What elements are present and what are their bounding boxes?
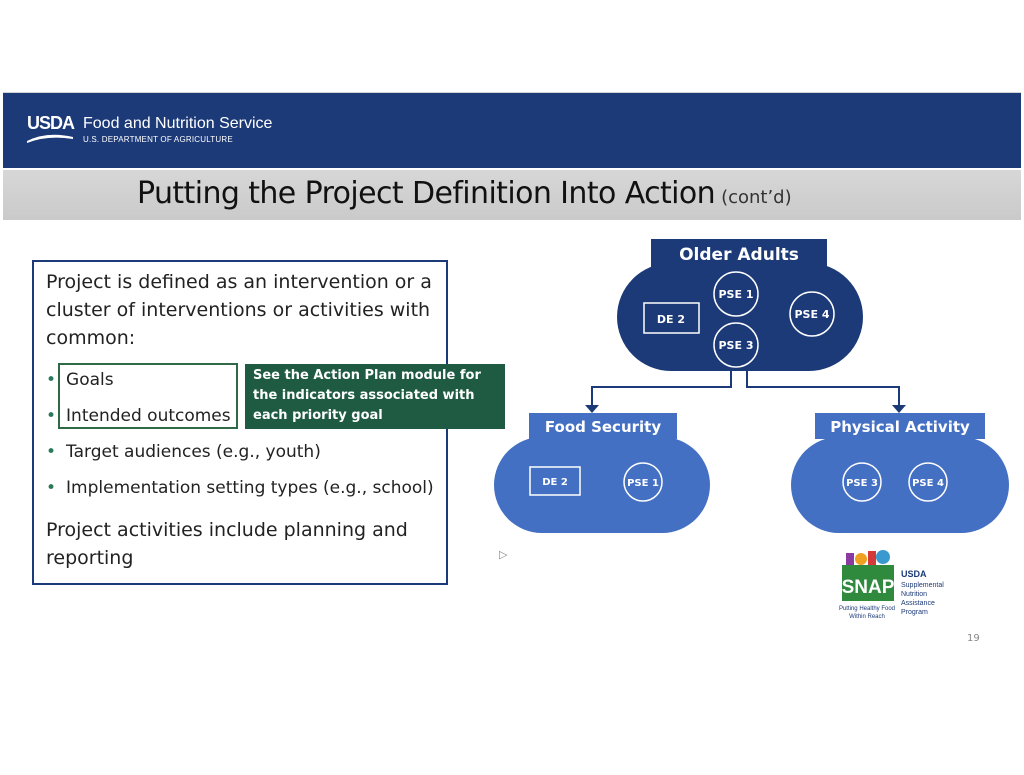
- arrow-right-icon: [892, 405, 906, 413]
- audience-diagram: Older Adults DE 2 PSE 1 PSE 3 PSE 4 Food…: [494, 239, 1009, 601]
- pse1-circle: [713, 271, 759, 317]
- snap-logo: SNAP: [842, 550, 895, 601]
- produce-icon: [846, 553, 854, 567]
- presentation-slide: USDA Food and Nutrition Service U.S. DEP…: [3, 92, 1021, 665]
- usda-logo: USDA: [27, 113, 75, 133]
- mouse-pointer-icon: ▷: [499, 548, 508, 561]
- bullet-dot: •: [46, 478, 57, 498]
- bullet-text: Intended outcomes: [66, 406, 231, 426]
- left-pse1-label: PSE 1: [627, 478, 659, 489]
- bullet-item: • Goals: [46, 368, 434, 404]
- agency-name: Food and Nutrition Service: [83, 115, 273, 132]
- connector-left: [591, 371, 732, 409]
- pse3-circle: [713, 322, 759, 368]
- snap-brand: SNAP: [842, 577, 895, 598]
- arrow-left-icon: [585, 405, 599, 413]
- definition-closing: Project activities include planning and …: [46, 519, 408, 569]
- goals-outcomes-highlight: [58, 363, 238, 429]
- older-adults-label: Older Adults: [679, 245, 799, 265]
- definition-box: Project is defined as an intervention or…: [32, 260, 448, 585]
- department-name: U.S. DEPARTMENT OF AGRICULTURE: [83, 135, 233, 144]
- action-plan-callout: See the Action Plan module for the indic…: [245, 364, 505, 429]
- snap-tagline: Putting Healthy Food: [838, 606, 896, 612]
- right-pse3-label: PSE 3: [846, 478, 878, 489]
- usda-logo-swoosh: [27, 134, 73, 143]
- snap-program-line: Program: [901, 609, 928, 616]
- bullet-text: Implementation setting types (e.g., scho…: [66, 478, 434, 498]
- left-pse1-circle: [623, 462, 663, 502]
- bullet-text: Goals: [66, 370, 114, 390]
- older-adults-shape: [617, 263, 863, 371]
- page-number: 19: [967, 633, 980, 644]
- food-security-tab: [529, 413, 677, 439]
- bullet-item: • Target audiences (e.g., youth): [46, 440, 434, 476]
- de2-box: [643, 302, 700, 334]
- left-de2-label: DE 2: [542, 477, 568, 488]
- slide-title-sub: (cont’d): [721, 187, 792, 208]
- snap-tagline: Within Reach: [849, 614, 885, 620]
- bullet-text: Target audiences (e.g., youth): [66, 442, 321, 462]
- older-adults-tab: [651, 239, 827, 267]
- physical-activity-label: Physical Activity: [830, 418, 970, 436]
- right-pse4-circle: [908, 462, 948, 502]
- header-bar: USDA Food and Nutrition Service U.S. DEP…: [3, 93, 1021, 168]
- snap-program-line: Nutrition: [901, 591, 928, 598]
- slide-title-main: Putting the Project Definition Into Acti…: [137, 176, 716, 211]
- de2-label: DE 2: [657, 313, 685, 326]
- physical-activity-tab: [815, 413, 985, 439]
- connector-right: [746, 371, 900, 409]
- snap-program-line: Assistance: [901, 600, 935, 607]
- bullet-dot: •: [46, 370, 57, 390]
- produce-icon: [876, 550, 890, 564]
- pse3-label: PSE 3: [719, 339, 754, 352]
- food-security-shape: [494, 437, 710, 533]
- produce-icon: [855, 553, 867, 565]
- bullet-item: • Implementation setting types (e.g., sch…: [46, 476, 434, 512]
- snap-usda: USDA: [901, 569, 927, 579]
- pse4-label: PSE 4: [795, 308, 830, 321]
- right-pse4-label: PSE 4: [912, 478, 944, 489]
- snap-program-line: Supplemental: [901, 582, 944, 589]
- definition-bullets: • Goals • Intended outcomes • Target audien…: [46, 368, 434, 512]
- slide-title: Putting the Project Definition Into Acti…: [137, 176, 792, 211]
- title-bar: [3, 170, 1021, 220]
- bullet-dot: •: [46, 442, 57, 462]
- bullet-dot: •: [46, 406, 57, 426]
- food-security-label: Food Security: [545, 418, 661, 436]
- snap-bag-icon: [842, 565, 894, 601]
- produce-icon: [868, 551, 876, 565]
- definition-intro: Project is defined as an intervention or…: [46, 271, 432, 349]
- physical-activity-shape: [791, 437, 1009, 533]
- bullet-item: • Intended outcomes: [46, 404, 434, 440]
- right-pse3-circle: [842, 462, 882, 502]
- left-de2-box: [529, 466, 581, 496]
- pse1-label: PSE 1: [719, 288, 754, 301]
- pse4-circle: [789, 291, 835, 337]
